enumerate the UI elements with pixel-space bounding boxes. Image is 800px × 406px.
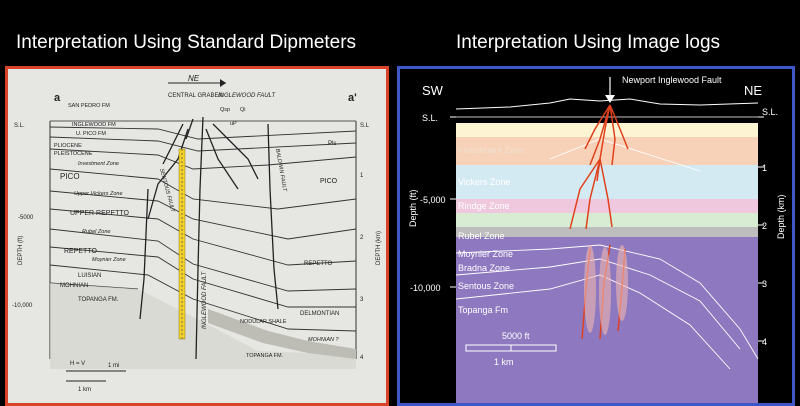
left-title: Interpretation Using Standard Dipmeters (16, 32, 357, 53)
scale-ft-label: 5000 ft (502, 331, 530, 341)
upper-green-band (456, 213, 758, 227)
depth-km-label: Depth (km) (776, 194, 786, 239)
left-ft10000-label: -10,000 (12, 303, 33, 309)
rubel-zone-text: Rubel Zone (458, 231, 505, 241)
rindge-zone-band (456, 199, 758, 213)
km2-label: 2 (360, 235, 364, 241)
rubel-zone-label: Rubel Zone (82, 229, 110, 235)
inglewood-fm-label: INGLEWOOD FM (72, 122, 116, 128)
left-ft5000-label: -5000 (18, 215, 34, 221)
dipmeter-section-diagram: NE a a' SAN PEDRO FM INGLEWOOD FM U. PIC… (12, 74, 382, 393)
luisian-label: LUISIAN (78, 273, 101, 279)
san-pedro-label: SAN PEDRO FM (68, 103, 110, 109)
delmontian-label: DELMONTIAN (300, 311, 339, 317)
investment-zone-label: Investment Zone (78, 161, 119, 167)
fault-highlight-zones (584, 245, 628, 335)
baldwin-fault-label: BALDWIN FAULT (274, 148, 288, 192)
nodular-shale-band (208, 309, 356, 359)
moynier-zone-text: Moynier Zone (458, 249, 513, 259)
topanga-shading (50, 283, 356, 369)
sentous-fault-label: SENTOUS FAULT (158, 168, 176, 213)
qsp-label: Qsp (220, 107, 230, 113)
direction-label: NE (188, 74, 200, 83)
km2-right-label: 2 (762, 221, 767, 231)
inglewood-fault-vertical-label: INGLEWOOD FAULT (202, 271, 208, 329)
investment-zone-text: Investment Zone (458, 145, 525, 155)
horizon-lines (455, 138, 759, 370)
image-log-diagram: Newport Inglewood Fault SW NE S.L. S.L. … (408, 75, 786, 403)
qi-label: Qi (240, 107, 246, 113)
topanga-label: TOPANGA FM. (78, 297, 119, 303)
repetto-label: REPETTO (64, 248, 97, 255)
sl-left-right-panel: S.L. (422, 113, 438, 123)
km4-right-label: 4 (762, 337, 767, 347)
sentous-zone-text: Sentous Zone (458, 281, 514, 291)
km4-label: 4 (360, 355, 364, 361)
topography-line (455, 98, 759, 110)
sl-right-label: S.L (360, 123, 370, 129)
up-label: uP (230, 121, 237, 127)
mohnian-label: MOHNIAN (60, 283, 88, 289)
nodular-shale-label: NODULAR SHALE (240, 319, 287, 325)
topanga-fm-text: Topanga Fm (458, 305, 508, 315)
depth-ft-label: Depth (ft) (408, 189, 418, 227)
topanga-right-label: TOPANGA FM. (246, 353, 284, 359)
upico-label: U. PICO FM (76, 131, 106, 137)
ft-5000-label: -5,000 (420, 195, 446, 205)
pliocene-label: PLIOCENE (54, 143, 82, 149)
repetto-right-label: REPETTO (304, 261, 333, 267)
depth-ticks (450, 116, 764, 342)
image-log-panel: Newport Inglewood Fault SW NE S.L. S.L. … (397, 66, 795, 406)
ft-10000-label: -10,000 (410, 283, 441, 293)
km1-right-label: 1 (762, 163, 767, 173)
bradna-zone-text: Bradna Zone (458, 263, 510, 273)
upper-vickers-label: Upper Vickers Zone (74, 191, 123, 197)
pico-right-label: PICO (320, 178, 338, 185)
vickers-zone-text: Vickers Zone (458, 177, 510, 187)
upper-repetto-label: UPPER REPETTO (70, 210, 130, 217)
mohnian-right-label: MOHNIAN ? (308, 337, 340, 343)
section-a-prime-label: a' (348, 92, 357, 104)
hv-label: H = V (70, 361, 85, 367)
sl-left-label: S.L. (14, 123, 25, 129)
fault-lines (139, 116, 279, 360)
sl-right-right-panel: S.L. (762, 107, 778, 117)
km3-label: 3 (360, 297, 364, 303)
dipmeter-section-panel: NE a a' SAN PEDRO FM INGLEWOOD FM U. PIC… (5, 66, 389, 406)
section-a-label: a (54, 92, 61, 104)
top-zone-band (456, 123, 758, 137)
left-depth-ft-label: DEPTH (ft) (18, 236, 24, 265)
pleistocene-label: PLEISTOCENE (54, 151, 93, 157)
right-title: Interpretation Using Image logs (456, 32, 721, 53)
scale-km-label: 1 km (494, 357, 514, 367)
pico-label: PICO (60, 172, 80, 181)
sw-label: SW (422, 83, 444, 98)
moynier-zone-label: Moynier Zone (92, 257, 126, 263)
km1-label: 1 (360, 173, 364, 179)
rubel-zone-band (456, 227, 758, 237)
km3-right-label: 3 (762, 279, 767, 289)
rindge-zone-text: Rindge Zone (458, 201, 510, 211)
km-label: 1 km (78, 387, 91, 393)
ne-arrow-head (220, 79, 226, 87)
pls-label: Pls (328, 141, 336, 147)
fault-name-label: Newport Inglewood Fault (622, 75, 722, 85)
fault-arrow-head (605, 95, 615, 103)
right-depth-km-label: DEPTH (km) (376, 231, 382, 265)
central-graben-label: CENTRAL GRABEN (168, 93, 223, 99)
mile-label: 1 mi (108, 363, 119, 369)
inglewood-fault-top-label: INGLEWOOD FAULT (218, 93, 276, 99)
ne-label: NE (744, 83, 762, 98)
